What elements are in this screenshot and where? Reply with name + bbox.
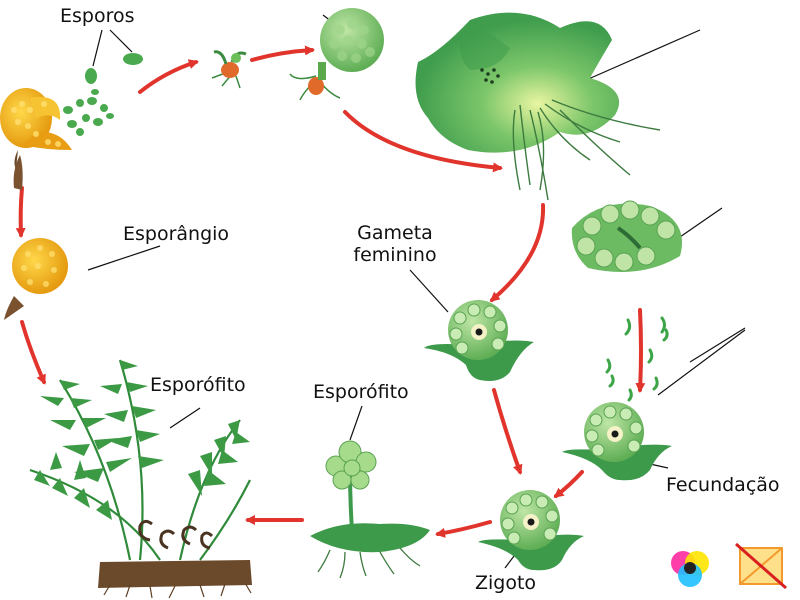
arrow-antheridium-to-sperm: [635, 308, 646, 393]
zygote: [478, 490, 584, 571]
open-sporangium: [0, 88, 72, 190]
arrow-thallus-to-archegonium: [489, 203, 546, 302]
adult-fern: [29, 359, 252, 599]
label-esporofito-jovem: Esporófito: [313, 381, 409, 403]
arrow-fecundation-to-zygote: [553, 470, 584, 498]
young-sporophyte: [310, 440, 430, 579]
label-gameta-feminino-line1: Gameta: [357, 222, 433, 244]
arrow-zygote-to-young-sporophyte: [435, 520, 492, 538]
antheridium: [571, 200, 682, 272]
sperm-cells: [605, 316, 669, 402]
spores: [63, 53, 143, 136]
fecundation: [562, 402, 672, 481]
closed-sporangium: [4, 238, 68, 320]
leader-lines: [87, 14, 746, 569]
arrow-archegonium-to-zygote: [492, 388, 523, 475]
archegonium: [424, 300, 534, 381]
label-zigoto: Zigoto: [475, 572, 537, 594]
label-gameta-feminino-line2: feminino: [353, 244, 437, 266]
cycle-arrows: [15, 45, 646, 538]
no-print-icon: [735, 542, 787, 590]
arrow-germination-to-protalium: [250, 45, 315, 62]
young-prothallus: [289, 8, 384, 101]
arrow-sporangium-to-fern: [20, 320, 46, 385]
arrow-protalium-to-thallus: [343, 110, 503, 173]
label-esporangio: Esporângio: [123, 223, 230, 245]
label-fecundacao: Fecundação: [666, 474, 780, 496]
arrow-sporangium-open-to-closed: [15, 186, 26, 238]
label-esporofito-adulto: Esporófito: [150, 374, 246, 396]
prothallus: [415, 12, 661, 201]
color-wheel-icon: [671, 551, 709, 587]
germinating-spore: [211, 50, 247, 89]
arrow-spores-to-germination: [138, 59, 199, 94]
label-esporos: Esporos: [60, 5, 135, 27]
